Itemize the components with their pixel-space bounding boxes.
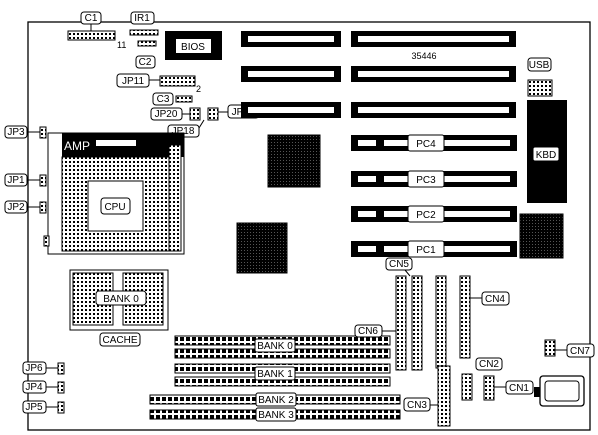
usb-label: USB xyxy=(529,60,550,71)
bank-1-label: BANK 1 xyxy=(257,369,293,380)
bios-label: BIOS xyxy=(181,42,205,53)
jp11-jumper: JP11 2 xyxy=(116,73,201,94)
cn1-connector: CN1 xyxy=(494,375,585,407)
jp3-jumper: JP3 xyxy=(4,125,47,139)
bank-3-label: BANK 3 xyxy=(258,410,294,421)
cn4-label: CN4 xyxy=(485,294,505,305)
jp4-jumper: JP4 xyxy=(22,380,65,394)
jp20-jumper: JP20 xyxy=(150,107,219,121)
memory-bank-3: BANK 3 xyxy=(149,407,401,422)
cpu-socket: AMP CPU xyxy=(47,132,185,255)
jp20-label: JP20 xyxy=(155,109,178,120)
bios-chip: BIOS xyxy=(165,31,222,60)
cache-module: BANK 0 CACHE xyxy=(69,269,169,347)
cache-bank-label: BANK 0 xyxy=(103,294,139,305)
jp18-label: JP18 xyxy=(172,126,195,137)
jp1-jumper: JP1 xyxy=(4,173,47,187)
jp3-label: JP3 xyxy=(7,127,25,138)
cn2-label: CN2 xyxy=(479,359,499,370)
jp4-label: JP4 xyxy=(25,382,43,393)
pc2-label: PC2 xyxy=(416,210,436,221)
jp11-label: JP11 xyxy=(122,76,144,87)
chipset-north xyxy=(267,134,321,188)
cn7-label: CN7 xyxy=(570,346,590,357)
memory-bank-0: BANK 0 xyxy=(174,335,391,359)
c3-label: C3 xyxy=(157,94,170,105)
c2-label: C2 xyxy=(139,57,152,68)
cn5-label: CN5 xyxy=(389,259,409,270)
c1-pin-number: 11 xyxy=(117,40,126,50)
c1-connector: C1 11 xyxy=(67,11,126,50)
cn5-connector: CN5 xyxy=(385,257,423,371)
jp6-label: JP6 xyxy=(25,363,43,374)
c1-label: C1 xyxy=(85,13,98,24)
chipset-io xyxy=(519,213,564,259)
keyboard-controller: KBD xyxy=(527,100,567,203)
jp6-jumper: JP6 xyxy=(22,361,65,375)
memory-bank-2: BANK 2 xyxy=(149,392,401,407)
board-serial-number: 35446 xyxy=(411,51,436,61)
cn4-connector: CN4 xyxy=(435,275,510,369)
cn1-label: CN1 xyxy=(509,383,529,394)
memory-bank-1: BANK 1 xyxy=(174,363,391,387)
cpu-label: CPU xyxy=(104,202,125,213)
cpu-socket-brand: AMP xyxy=(64,139,90,153)
cn6-connector: CN6 xyxy=(354,324,396,338)
pc3-label: PC3 xyxy=(416,175,436,186)
pci-slot-pc4: PC4 xyxy=(351,134,517,152)
c2-connector: C2 xyxy=(135,55,156,69)
pc1-label: PC1 xyxy=(416,245,436,256)
bank-0-label: BANK 0 xyxy=(257,341,293,352)
kbd-label: KBD xyxy=(536,150,557,161)
isa-slots xyxy=(241,31,516,118)
chipset-south xyxy=(236,222,288,274)
bank-2-label: BANK 2 xyxy=(258,395,294,406)
jp5-label: JP5 xyxy=(25,402,43,413)
ir1-label: IR1 xyxy=(134,13,150,24)
jp2-jumper: JP2 xyxy=(4,200,47,214)
cn3-connector: CN3 xyxy=(403,365,451,427)
pci-slot-pc1: PC1 xyxy=(351,240,517,258)
jp2-label: JP2 xyxy=(7,202,25,213)
cpu-side-pins xyxy=(43,235,50,247)
jp11-pin-number: 2 xyxy=(196,84,201,94)
pci-slot-pc3: PC3 xyxy=(351,170,517,188)
usb-header: USB xyxy=(527,57,553,97)
jp1-label: JP1 xyxy=(7,175,25,186)
pci-slot-pc2: PC2 xyxy=(351,205,517,223)
cn7-connector: CN7 xyxy=(544,339,595,358)
jp5-jumper: JP5 xyxy=(22,400,65,414)
cache-label: CACHE xyxy=(102,335,137,346)
cn6-label: CN6 xyxy=(358,326,378,337)
cn3-label: CN3 xyxy=(407,400,427,411)
pc4-label: PC4 xyxy=(416,139,436,150)
cn2-connector: CN2 xyxy=(461,357,503,401)
c3-connector: C3 xyxy=(152,92,193,106)
ir1-connector: IR1 xyxy=(129,11,159,47)
